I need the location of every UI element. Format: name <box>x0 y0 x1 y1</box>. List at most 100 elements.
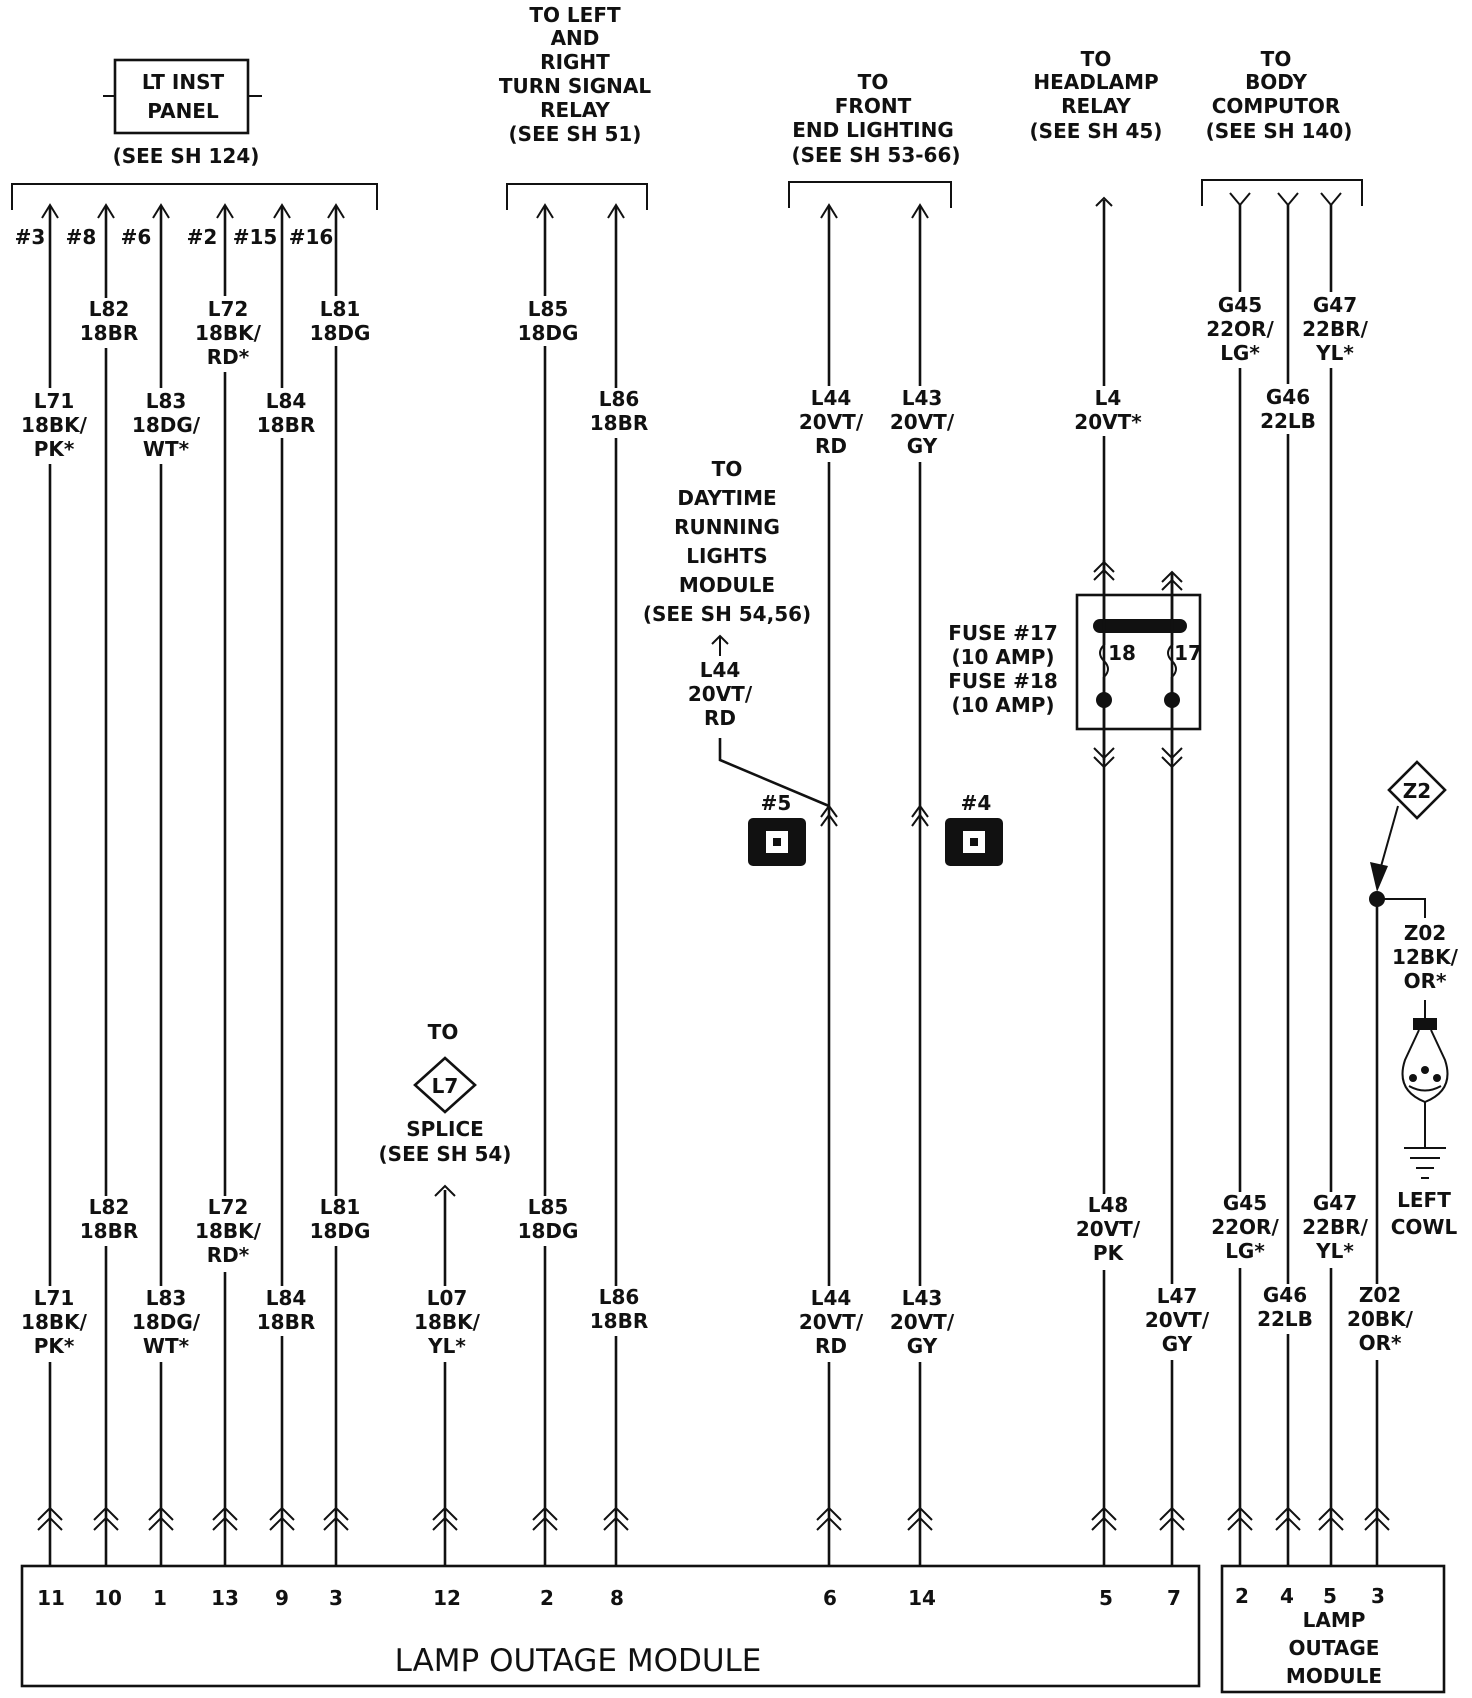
svg-text:18BK/: 18BK/ <box>21 413 88 437</box>
label-lower-l85: L85 18DG <box>516 1195 580 1246</box>
svg-text:2: 2 <box>1235 1584 1249 1608</box>
label-lower-l81: L81 18DG <box>308 1195 372 1246</box>
svg-text:TO: TO <box>428 1020 459 1044</box>
svg-text:L4: L4 <box>1095 386 1122 410</box>
svg-text:L85: L85 <box>528 297 569 321</box>
turn-line5: RELAY <box>540 98 610 122</box>
svg-text:PK*: PK* <box>34 1334 75 1358</box>
label-lower-g46: G46 22LB <box>1256 1283 1320 1334</box>
svg-text:L81: L81 <box>320 297 361 321</box>
svg-text:3: 3 <box>329 1586 343 1610</box>
label-lower-l47: L47 20VT/ GY <box>1140 1284 1214 1360</box>
svg-text:L81: L81 <box>320 1195 361 1219</box>
svg-text:L48: L48 <box>1088 1193 1129 1217</box>
label-lower-z02: Z02 20BK/ OR* <box>1340 1283 1414 1360</box>
label-upper-l83: L83 18DG/ WT* <box>130 388 201 464</box>
svg-text:L82: L82 <box>89 1195 130 1219</box>
svg-text:1: 1 <box>153 1586 167 1610</box>
svg-text:L44: L44 <box>811 1286 852 1310</box>
svg-text:PK*: PK* <box>34 437 75 461</box>
label-upper-g46: G46 22LB <box>1258 384 1318 434</box>
panel-pin-labels: #3 #8 #6 #2 #15 #16 <box>15 225 334 249</box>
bracket-turn <box>506 183 648 210</box>
label-upper-l44: L44 20VT/ RD <box>794 386 868 462</box>
svg-text:L72: L72 <box>208 297 249 321</box>
svg-text:(SEE SH 54): (SEE SH 54) <box>379 1142 512 1166</box>
pin-2: #2 <box>187 225 218 249</box>
label-lower-l48: L48 20VT/ PK <box>1070 1193 1144 1270</box>
body-line2: BODY <box>1245 70 1307 94</box>
svg-text:MODULE: MODULE <box>679 573 775 597</box>
main-module-title: LAMP OUTAGE MODULE <box>395 1643 762 1679</box>
turn-line6: (SEE SH 51) <box>509 122 642 146</box>
svg-text:L07: L07 <box>427 1286 468 1310</box>
svg-text:LEFT: LEFT <box>1397 1188 1451 1212</box>
svg-text:L84: L84 <box>266 389 307 413</box>
bracket-body <box>1201 179 1363 206</box>
svg-text:(10 AMP): (10 AMP) <box>951 645 1054 669</box>
svg-text:YL*: YL* <box>1315 1239 1354 1263</box>
svg-text:18DG: 18DG <box>518 321 579 345</box>
svg-text:WT*: WT* <box>143 1334 190 1358</box>
label-lower-l84: L84 18BR <box>256 1286 316 1336</box>
ground-z2: Z2 Z02 12BK/ OR* LEFT COWL <box>1369 760 1459 1239</box>
body-line4: (SEE SH 140) <box>1206 119 1353 143</box>
svg-text:COWL: COWL <box>1391 1215 1458 1239</box>
svg-text:G45: G45 <box>1223 1191 1267 1215</box>
svg-text:LAMP: LAMP <box>1303 1608 1366 1632</box>
label-lower-l82: L82 18BR <box>78 1195 140 1246</box>
svg-text:GY: GY <box>907 1334 938 1358</box>
svg-text:L7: L7 <box>432 1074 459 1098</box>
svg-text:2: 2 <box>540 1586 554 1610</box>
svg-text:L71: L71 <box>34 1286 75 1310</box>
front-line4: (SEE SH 53-66) <box>791 143 960 167</box>
label-upper-l71: L71 18BK/ PK* <box>21 388 88 464</box>
label-lower-l43: L43 20VT/ GY <box>885 1286 959 1362</box>
svg-text:#5: #5 <box>761 791 792 815</box>
svg-text:L85: L85 <box>528 1195 569 1219</box>
svg-text:20VT/: 20VT/ <box>890 410 955 434</box>
svg-text:RUNNING: RUNNING <box>674 515 780 539</box>
label-upper-g47: G47 22BR/ YL* <box>1298 292 1370 368</box>
svg-text:5: 5 <box>1099 1586 1113 1610</box>
label-lower-g45: G45 22OR/ LG* <box>1206 1191 1286 1268</box>
svg-text:Z02: Z02 <box>1359 1283 1401 1307</box>
svg-text:20VT/: 20VT/ <box>799 410 864 434</box>
svg-text:18BK/: 18BK/ <box>414 1310 481 1334</box>
module-connectors <box>37 1506 1390 1531</box>
svg-text:18BR: 18BR <box>80 321 138 345</box>
lamp-outage-module-main: 11 10 1 13 9 3 12 2 8 6 14 5 7 LAMP OUTA… <box>20 1564 1201 1688</box>
svg-text:OUTAGE: OUTAGE <box>1289 1636 1380 1660</box>
svg-text:18BR: 18BR <box>80 1219 138 1243</box>
label-upper-l84: L84 18BR <box>256 388 316 438</box>
svg-text:22LB: 22LB <box>1260 409 1316 433</box>
svg-text:20VT/: 20VT/ <box>688 682 753 706</box>
lower-wire-labels: L71 18BK/ PK* L82 18BR L83 18DG/ WT* L72… <box>21 1191 1414 1362</box>
svg-text:22OR/: 22OR/ <box>1206 317 1274 341</box>
svg-text:LG*: LG* <box>1225 1239 1265 1263</box>
svg-text:L82: L82 <box>89 297 130 321</box>
svg-text:Z2: Z2 <box>1403 779 1431 803</box>
svg-text:L47: L47 <box>1157 1284 1198 1308</box>
body-line1: TO <box>1261 47 1292 71</box>
lt-inst-line1: LT INST <box>142 70 225 94</box>
body-computer-label: TO BODY COMPUTOR (SEE SH 140) <box>1206 47 1353 143</box>
svg-text:18BK/: 18BK/ <box>195 321 262 345</box>
svg-text:22BR/: 22BR/ <box>1302 1215 1368 1239</box>
bracket-lt-inst <box>11 183 378 210</box>
svg-text:12: 12 <box>433 1586 461 1610</box>
turn-line1: TO LEFT <box>529 3 621 27</box>
svg-text:L83: L83 <box>146 1286 187 1310</box>
turn-signal-label: TO LEFT AND RIGHT TURN SIGNAL RELAY (SEE… <box>499 3 651 146</box>
connector-5: #5 <box>748 791 838 866</box>
svg-text:FUSE #18: FUSE #18 <box>948 669 1058 693</box>
svg-text:22OR/: 22OR/ <box>1211 1215 1279 1239</box>
label-lower-l83: L83 18DG/ WT* <box>130 1286 201 1362</box>
pin-16: #16 <box>289 225 334 249</box>
svg-text:YL*: YL* <box>427 1334 466 1358</box>
svg-text:18BK/: 18BK/ <box>195 1219 262 1243</box>
fuse-18-num: 18 <box>1108 641 1136 665</box>
connector-4: #4 <box>911 791 1003 866</box>
svg-text:18DG: 18DG <box>310 1219 371 1243</box>
svg-text:20VT/: 20VT/ <box>890 1310 955 1334</box>
